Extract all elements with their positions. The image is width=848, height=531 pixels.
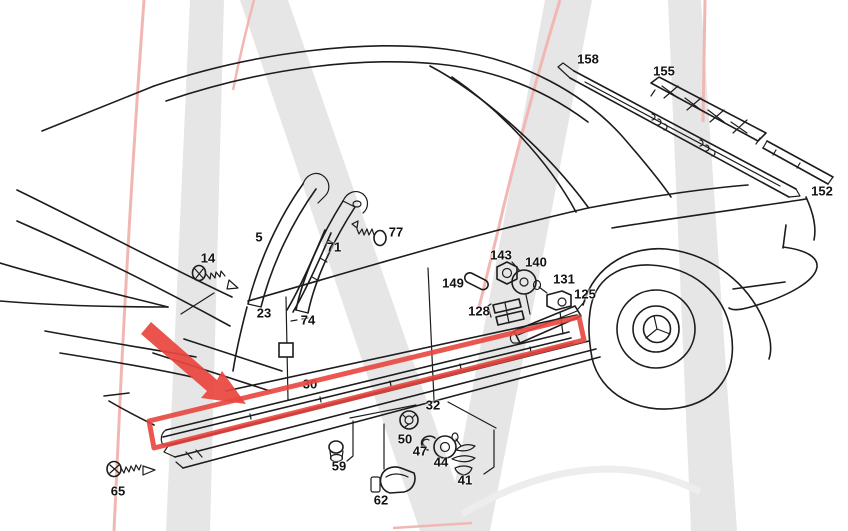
lock-washer-47 <box>420 435 436 451</box>
part-label-71: 71 <box>326 239 342 255</box>
washer-44 <box>433 435 457 459</box>
end-cap-62 <box>370 466 416 494</box>
car-body-outline <box>0 45 818 469</box>
part-label-74: 74 <box>300 312 316 328</box>
screw-77 <box>351 220 387 247</box>
pin-149 <box>463 272 489 291</box>
part-label-77: 77 <box>388 224 404 240</box>
part-label-143: 143 <box>490 247 512 263</box>
part-label-155: 155 <box>653 63 675 79</box>
grommet-140 <box>511 269 537 315</box>
part-label-140: 140 <box>525 254 547 270</box>
trim-strip-155 <box>650 76 767 145</box>
trim-strip-158 <box>557 62 801 198</box>
part-label-32: 32 <box>425 397 441 413</box>
part-label-65: 65 <box>110 483 126 499</box>
nut-143 <box>496 261 521 285</box>
dimension-bracket-32 <box>346 401 497 475</box>
part-label-131: 131 <box>553 271 575 287</box>
part-label-125: 125 <box>574 286 596 302</box>
part-label-152: 152 <box>811 183 833 199</box>
red-arrow-icon <box>141 322 246 404</box>
part-label-41: 41 <box>457 472 473 488</box>
screw-14 <box>180 264 239 315</box>
part-label-47: 47 <box>412 443 428 459</box>
trim-strip-152 <box>762 140 834 185</box>
clip-128 <box>487 298 525 326</box>
part-label-44: 44 <box>433 454 449 470</box>
highlight-box <box>146 314 587 451</box>
mercedes-star-icon <box>645 315 671 339</box>
pillar-trim-strips <box>247 172 369 322</box>
clip-41 <box>451 432 476 476</box>
part-label-23: 23 <box>256 305 272 321</box>
nut-50 <box>399 410 419 430</box>
screw-65 <box>106 460 156 478</box>
part-label-62: 62 <box>373 492 389 508</box>
part-label-14: 14 <box>200 250 216 266</box>
part-label-158: 158 <box>577 51 599 67</box>
part-label-59: 59 <box>331 458 347 474</box>
part-label-50: 50 <box>397 431 413 447</box>
part-label-5: 5 <box>255 229 263 245</box>
grommet-59 <box>328 440 344 463</box>
part-label-128: 128 <box>468 303 490 319</box>
part-label-149: 149 <box>442 275 464 291</box>
